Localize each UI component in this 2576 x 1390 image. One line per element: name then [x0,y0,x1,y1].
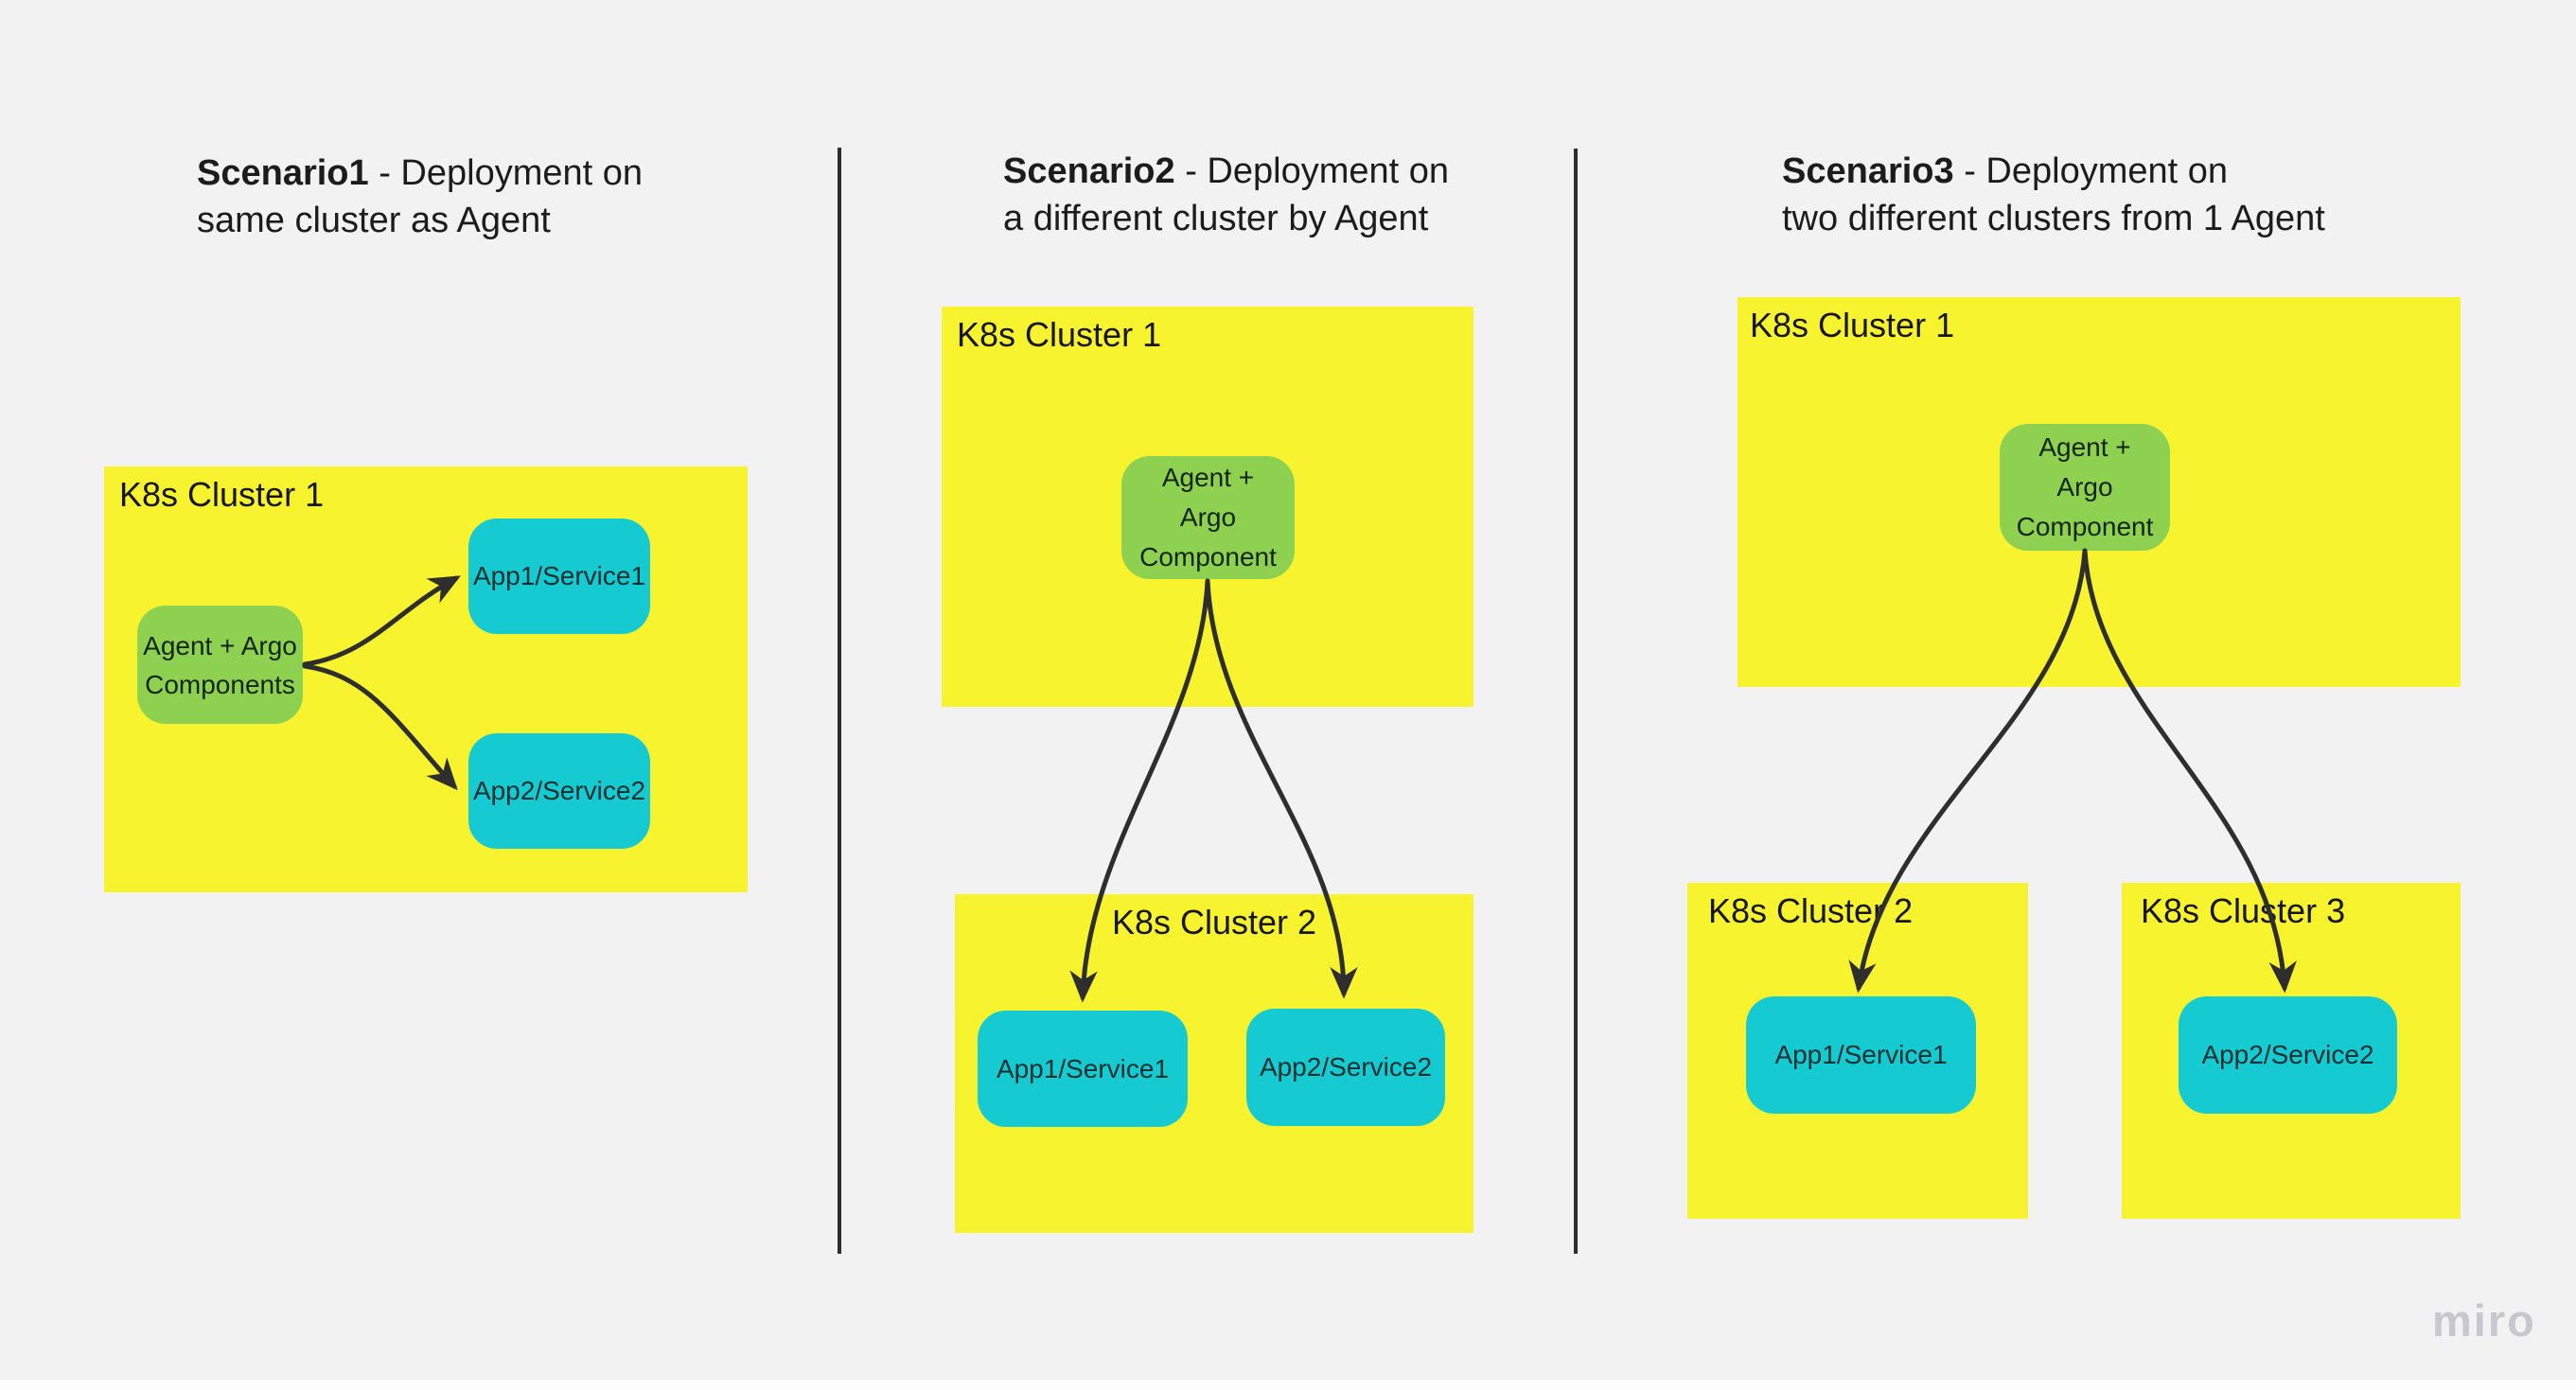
s1-app2-node[interactable]: App2/Service2 [468,733,650,849]
s2-app1-label: App1/Service1 [996,1053,1170,1083]
s3-cluster3-label: K8s Cluster 3 [2141,891,2346,930]
scenario2-title-bold: Scenario2 [1003,151,1175,191]
s3-cluster1-label: K8s Cluster 1 [1750,306,1955,344]
scenario3-title-line2: two different clusters from 1 Agent [1782,199,2325,238]
s1-agent-line1: Agent + Argo [143,630,297,660]
s2-app2-label: App2/Service2 [1259,1052,1433,1082]
divider-line-1[interactable] [838,148,841,1254]
s3-agent-line3: Component [2016,512,2154,541]
scenario2-title-rest: - Deployment on [1174,151,1450,191]
scenario3-title[interactable]: Scenario3 - Deployment on two different … [1782,148,2325,242]
scenario3-title-bold: Scenario3 [1782,151,1954,191]
s1-agent-node[interactable]: Agent + Argo Components [137,606,303,724]
miro-watermark: miro [2432,1295,2536,1346]
scenario2-title-line2: a different cluster by Agent [1003,199,1429,238]
s2-cluster1-label: K8s Cluster 1 [957,315,1162,354]
s2-cluster2-label: K8s Cluster 2 [1111,903,1317,941]
canvas-bottom-edge [0,1380,2576,1390]
scenario3-title-rest: - Deployment on [1953,151,2229,191]
s2-app2-node[interactable]: App2/Service2 [1246,1009,1445,1126]
s2-agent-line1: Agent + [1161,463,1255,492]
s1-app1-label: App1/Service1 [472,561,646,590]
s3-agent-line2: Argo [2056,472,2113,501]
scenario2-title[interactable]: Scenario2 - Deployment on a different cl… [1003,148,1449,242]
s1-app2-label: App2/Service2 [472,776,646,805]
s3-app2-label: App2/Service2 [2201,1040,2374,1069]
s2-agent-node[interactable]: Agent + Argo Component [1121,456,1295,579]
s2-app1-node[interactable]: App1/Service1 [978,1011,1188,1127]
scenario1-title-line1: Scenario1 - Deployment on [197,150,643,197]
scenario1-title[interactable]: Scenario1 - Deployment on same cluster a… [197,150,643,244]
scenario1-title-bold: Scenario1 [197,153,369,193]
s1-app1-node[interactable]: App1/Service1 [468,519,650,634]
divider-line-2[interactable] [1574,149,1578,1254]
s3-app1-node[interactable]: App1/Service1 [1746,996,1976,1114]
s3-cluster2-label: K8s Cluster 2 [1708,891,1914,930]
scenario2-title-line1: Scenario2 - Deployment on [1003,148,1449,195]
scenario1-title-rest: - Deployment on [368,153,644,193]
scenario3-title-line1: Scenario3 - Deployment on [1782,148,2325,195]
s3-agent-node[interactable]: Agent + Argo Component [2000,424,2170,551]
s2-agent-line2: Argo [1179,502,1237,532]
scenario1-title-line2: same cluster as Agent [197,201,551,240]
s3-app1-label: App1/Service1 [1774,1040,1948,1069]
s2-agent-line3: Component [1139,542,1277,572]
s3-app2-node[interactable]: App2/Service2 [2179,996,2397,1114]
s3-agent-line1: Agent + [2038,432,2131,462]
s1-agent-line2: Components [145,669,295,699]
s1-cluster1-label: K8s Cluster 1 [119,475,325,514]
